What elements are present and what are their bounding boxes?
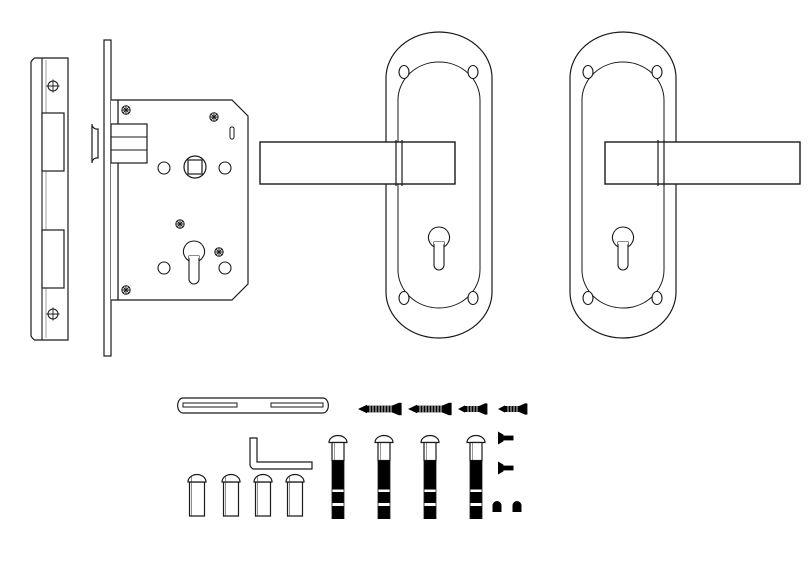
component-hex-key — [249, 437, 313, 470]
lock-hole-4 — [218, 261, 232, 275]
cap-plug-2 — [512, 501, 522, 512]
plate-recess-right — [581, 61, 665, 309]
lever-bar-right — [604, 141, 801, 185]
lock-screw-1 — [121, 105, 131, 115]
lock-screw-5 — [214, 247, 224, 257]
strike-screw-hole-lower — [46, 307, 60, 321]
plate-hole-br-right — [651, 290, 663, 306]
spindle-slot-right — [270, 402, 324, 408]
component-handle-plate-right — [569, 31, 801, 339]
strike-aperture-lower — [41, 229, 65, 289]
lock-screw-3 — [121, 285, 131, 295]
plate-hole-bl-left — [398, 290, 410, 306]
deadbolt-body — [110, 123, 148, 164]
machine-bolt-1 — [328, 434, 348, 520]
plate-hole-tl-right — [582, 64, 594, 80]
plate-hole-br-left — [467, 290, 479, 306]
plate-hole-tr-left — [467, 64, 479, 80]
component-lock-body — [91, 39, 249, 357]
dome-pin-3 — [253, 473, 273, 517]
machine-bolt-2 — [374, 434, 394, 520]
lock-hole-3 — [157, 261, 171, 275]
component-spindle-bar — [177, 397, 329, 414]
lock-hole-2 — [218, 161, 232, 175]
plate-hole-tr-right — [651, 64, 663, 80]
lever-bar-left — [259, 141, 456, 185]
spindle-slot-left — [182, 402, 238, 408]
strike-screw-hole-upper — [46, 79, 60, 93]
lock-edge-slot — [229, 126, 235, 140]
lock-hole-1 — [157, 161, 171, 175]
lock-screw-2 — [209, 112, 219, 122]
cap-plug-1 — [492, 501, 502, 512]
dome-pin-1 — [187, 473, 207, 517]
machine-bolt-3 — [420, 434, 440, 520]
dome-pin-2 — [221, 473, 241, 517]
plate-hole-tl-left — [398, 64, 410, 80]
component-handle-plate-left — [259, 31, 493, 339]
component-strike-plate — [30, 57, 69, 341]
lock-screw-4 — [175, 219, 185, 229]
lock-faceplate — [103, 39, 112, 357]
plate-hole-bl-right — [582, 290, 594, 306]
machine-bolt-4 — [466, 434, 486, 520]
strike-aperture-upper — [41, 112, 65, 172]
deadbolt-tip — [91, 123, 99, 164]
dome-pin-4 — [285, 473, 305, 517]
lock-spindle-hole — [183, 155, 207, 179]
plate-recess-left — [397, 61, 481, 309]
